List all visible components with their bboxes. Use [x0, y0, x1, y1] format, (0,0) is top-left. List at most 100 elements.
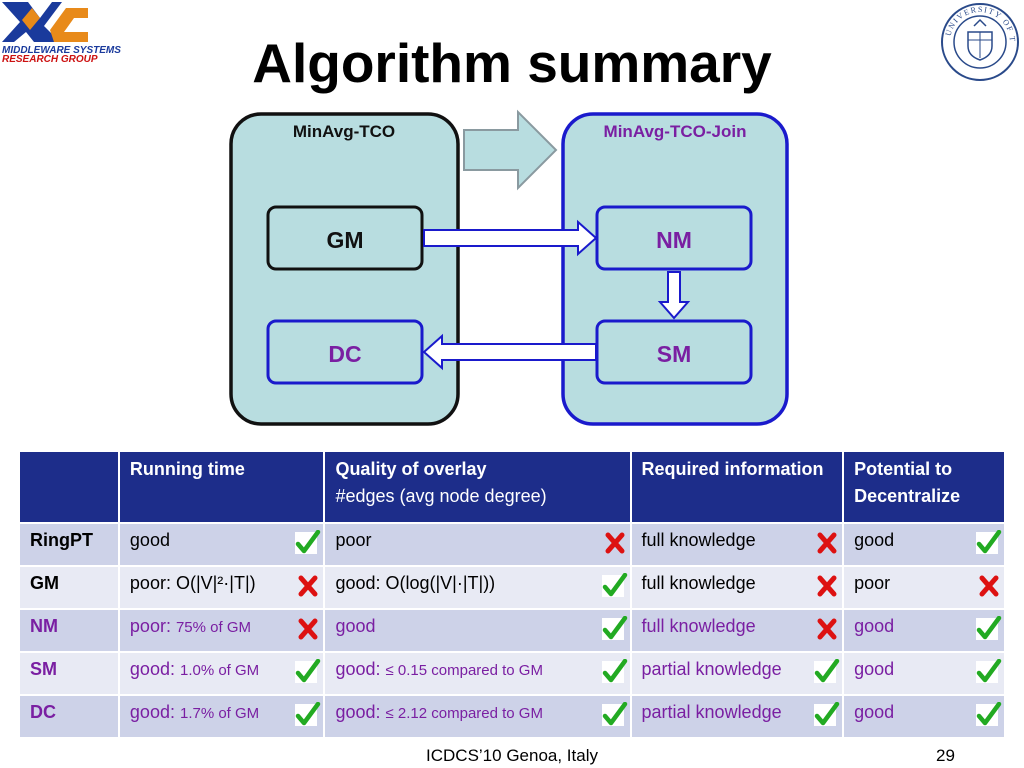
running-time-value: good: [129, 659, 175, 679]
header-running-time: Running time [117, 450, 326, 524]
decentralize-cell: good [842, 651, 1006, 696]
quality-note: ≤ 0.15 compared to GM [385, 662, 543, 679]
info-cell: full knowledge [629, 565, 845, 610]
header-quality: Quality of overlay #edges (avg node degr… [323, 450, 632, 524]
cross-icon [814, 530, 840, 556]
info-value: full knowledge [641, 530, 756, 550]
check-icon [976, 529, 1002, 556]
summary-table: Running time Quality of overlay #edges (… [18, 450, 1006, 739]
decentralize-value: poor [854, 573, 891, 593]
running-time-cell: poor: 75% of GM [117, 608, 326, 653]
quality-note: ≤ 2.12 compared to GM [385, 705, 543, 722]
running-time-cell: good: 1.7% of GM [117, 694, 326, 739]
header-empty-cell [18, 450, 120, 524]
research-group-logo: MIDDLEWARE SYSTEMS RESEARCH GROUP [0, 0, 160, 70]
sm-box-label: SM [657, 341, 692, 367]
check-icon [976, 658, 1002, 685]
cross-icon [814, 616, 840, 642]
page-title: Algorithm summary [252, 32, 772, 94]
dc-box [266, 319, 424, 385]
running-time-value: good: [129, 702, 175, 722]
running-time-value: poor: [129, 616, 171, 636]
check-icon [601, 701, 628, 728]
quality-cell: good: ≤ 2.12 compared to GM [323, 694, 632, 739]
quality-value: good: O(log(|V|·|T|)) [335, 573, 496, 593]
algorithm-diagram: MinAvg-TCO MinAvg-TCO-Join GM DC NM SM [229, 109, 789, 426]
running-time-cell: good [117, 522, 326, 567]
info-value: full knowledge [641, 616, 756, 636]
info-cell: full knowledge [629, 608, 845, 653]
running-time-cell: good: 1.0% of GM [117, 651, 326, 696]
cross-icon [295, 573, 321, 599]
logo-line-2: RESEARCH GROUP [2, 54, 98, 65]
running-time-value: good [129, 530, 170, 550]
info-cell: full knowledge [629, 522, 845, 567]
info-value: partial knowledge [641, 659, 782, 679]
check-icon [295, 529, 321, 556]
nm-to-sm-arrow-icon [657, 271, 691, 320]
quality-value: poor [335, 530, 372, 550]
info-value: partial knowledge [641, 702, 782, 722]
dc-box-label: DC [328, 341, 361, 367]
gm-box [266, 205, 424, 271]
decentralize-cell: good [842, 694, 1006, 739]
check-icon [295, 701, 321, 728]
check-icon [976, 615, 1002, 642]
check-icon [601, 615, 628, 642]
decentralize-value: good [854, 530, 895, 550]
cross-icon [295, 616, 321, 642]
cross-icon [602, 530, 628, 556]
sm-to-dc-arrow-icon [422, 333, 597, 371]
minavg-tco-join-label: MinAvg-TCO-Join [604, 122, 747, 141]
decentralize-value: good [854, 702, 895, 722]
running-time-note: 75% of GM [175, 619, 251, 636]
check-icon [976, 701, 1002, 728]
cross-icon [814, 573, 840, 599]
page-number: 29 [936, 746, 955, 765]
header-decentralize: Potential to Decentralize [842, 450, 1006, 524]
table-row: GM poor: O(|V|²·|T|) good: O(log(|V|·|T|… [18, 565, 1006, 610]
running-time-note: 1.7% of GM [179, 705, 260, 722]
table-header-row: Running time Quality of overlay #edges (… [18, 450, 1006, 524]
row-name: SM [18, 651, 120, 696]
check-icon [295, 658, 321, 685]
gm-to-nm-arrow-icon [423, 219, 598, 257]
quality-cell: good: O(log(|V|·|T|)) [323, 565, 632, 610]
info-value: full knowledge [641, 573, 756, 593]
quality-value: good: [335, 659, 381, 679]
header-quality-title: Quality of overlay [335, 459, 487, 479]
decentralize-cell: good [842, 522, 1006, 567]
decentralize-cell: good [842, 608, 1006, 653]
quality-cell: good [323, 608, 632, 653]
extension-arrow-icon [463, 109, 558, 191]
logo-mark-icon [0, 0, 90, 44]
table-row: SM good: 1.0% of GM good: ≤ 0.15 compare… [18, 651, 1006, 696]
row-name: DC [18, 694, 120, 739]
nm-box-label: NM [656, 227, 692, 253]
university-seal: UNIVERSITY OF TORONTO [936, 0, 1020, 82]
quality-value: good [335, 616, 376, 636]
decentralize-value: good [854, 616, 895, 636]
row-name: NM [18, 608, 120, 653]
university-seal-icon: UNIVERSITY OF TORONTO [936, 0, 1019, 81]
check-icon [601, 658, 628, 685]
cross-icon [976, 573, 1002, 599]
logo-line-1: MIDDLEWARE SYSTEMS [2, 45, 121, 56]
info-cell: partial knowledge [629, 694, 845, 739]
decentralize-cell: poor [842, 565, 1006, 610]
quality-cell: good: ≤ 0.15 compared to GM [323, 651, 632, 696]
row-name: GM [18, 565, 120, 610]
header-quality-subtitle: #edges (avg node degree) [335, 486, 547, 506]
info-cell: partial knowledge [629, 651, 845, 696]
check-icon [601, 572, 628, 599]
gm-box-label: GM [326, 227, 363, 253]
quality-cell: poor [323, 522, 632, 567]
check-icon [814, 701, 840, 728]
running-time-cell: poor: O(|V|²·|T|) [117, 565, 326, 610]
decentralize-value: good [854, 659, 895, 679]
table-row: NM poor: 75% of GM good full knowledge g… [18, 608, 1006, 653]
footer-venue: ICDCS’10 Genoa, Italy [426, 746, 598, 765]
quality-value: good: [335, 702, 381, 722]
running-time-value: poor: O(|V|²·|T|) [129, 573, 256, 593]
table-row: DC good: 1.7% of GM good: ≤ 2.12 compare… [18, 694, 1006, 739]
